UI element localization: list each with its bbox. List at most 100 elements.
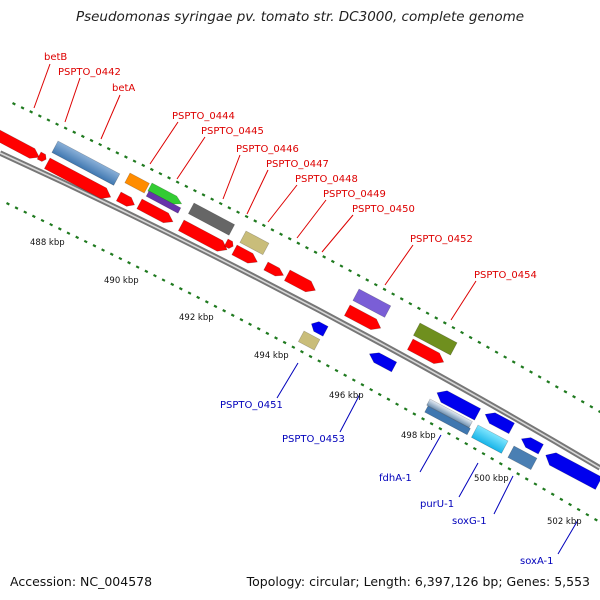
gene-label-PSPTO_0447: PSPTO_0447	[266, 159, 329, 170]
gene-PSPTO_0446-lower	[136, 198, 174, 224]
leader-PSPTO_0446	[222, 154, 241, 200]
outer-tick	[529, 370, 533, 374]
outer-tick	[485, 345, 490, 350]
gene-small-b	[223, 238, 234, 249]
outer-tick	[175, 180, 180, 184]
outer-tick	[425, 311, 430, 315]
tick-label-502: 502 kbp	[547, 517, 582, 527]
inner-tick	[507, 467, 512, 471]
gene-PSPTO_0446	[187, 202, 236, 236]
inner-tick	[282, 340, 287, 345]
inner-tick	[343, 373, 348, 378]
gene-betB	[0, 127, 40, 159]
gene-PSPTO_0451	[297, 330, 321, 351]
inner-tick-track	[6, 202, 598, 522]
gene-purU-1	[471, 424, 509, 454]
gene-label-betA: betA	[112, 83, 135, 94]
inner-tick	[127, 261, 131, 265]
gene-small-c	[263, 261, 285, 277]
outer-tick	[382, 287, 387, 292]
inner-tick	[6, 202, 10, 206]
gene-blue-d	[520, 437, 544, 455]
gene-label-PSPTO_0444: PSPTO_0444	[172, 111, 235, 122]
outer-tick	[236, 210, 240, 214]
leader-PSPTO_0444	[149, 121, 179, 165]
outer-tick	[158, 171, 163, 176]
tick-label-500: 500 kbp	[474, 474, 509, 484]
leader-soxG-1	[493, 475, 514, 515]
gene-blue-b	[436, 390, 482, 421]
leader-PSPTO_0445	[176, 136, 206, 180]
inner-tick	[118, 256, 123, 261]
gene-blue-c	[484, 412, 515, 435]
tick-label-498: 498 kbp	[401, 431, 436, 441]
outer-tick	[106, 147, 111, 151]
gene-label-betB: betB	[44, 52, 67, 63]
inner-tick	[14, 206, 19, 210]
inner-tick	[559, 497, 564, 502]
leader-purU-1	[458, 462, 479, 498]
outer-tick	[63, 126, 68, 130]
inner-tick	[334, 368, 339, 373]
gene-label-soxA-1: soxA-1	[520, 556, 554, 567]
inner-tick	[204, 300, 209, 304]
inner-tick	[455, 436, 460, 441]
outer-tick	[12, 102, 16, 106]
inner-tick	[481, 451, 486, 456]
inner-tick	[438, 427, 443, 431]
gene-label-PSPTO_0448: PSPTO_0448	[295, 174, 358, 185]
outer-tick	[244, 214, 249, 219]
tick-label-488: 488 kbp	[30, 238, 65, 248]
outer-tick	[330, 259, 335, 264]
outer-tick	[227, 206, 232, 210]
outer-tick	[201, 193, 206, 197]
leader-soxA-1	[557, 519, 579, 555]
leader-PSPTO_0447	[246, 169, 269, 215]
outer-tick	[494, 350, 499, 354]
outer-tick	[184, 184, 189, 189]
gene-fdhA-1-lower	[424, 405, 471, 436]
outer-tick	[365, 278, 370, 282]
inner-tick	[92, 244, 97, 248]
inner-tick	[196, 295, 201, 300]
inner-tick	[49, 222, 54, 227]
gene-PSPTO_0447	[177, 219, 228, 252]
outer-tick	[55, 122, 59, 126]
gene-features	[0, 127, 600, 490]
inner-tick	[421, 417, 425, 421]
inner-tick	[360, 383, 365, 387]
outer-tick	[451, 325, 456, 330]
outer-tick	[124, 155, 128, 159]
outer-tick	[193, 188, 197, 193]
outer-tick	[80, 134, 85, 139]
inner-tick	[386, 397, 391, 402]
leader-betA	[100, 94, 121, 140]
gene-label-PSPTO_0451: PSPTO_0451	[220, 400, 283, 411]
gene-PSPTO_0444	[124, 172, 150, 194]
outer-tick	[210, 197, 215, 201]
outer-tick	[554, 385, 559, 389]
topology-text: Topology: circular; Length: 6,397,126 bp…	[246, 574, 590, 589]
leader-PSPTO_0453	[339, 393, 361, 433]
outer-tick	[313, 250, 318, 255]
leader-betB	[33, 63, 51, 109]
leader-PSPTO_0448	[267, 184, 298, 223]
gene-label-purU-1: purU-1	[420, 499, 454, 510]
inner-tick	[542, 487, 546, 491]
outer-tick	[37, 114, 42, 118]
inner-tick	[472, 446, 477, 451]
gene-PSPTO_0449	[231, 244, 258, 264]
inner-tick	[265, 331, 270, 336]
inner-tick	[550, 492, 555, 497]
outer-tick	[89, 138, 94, 143]
gene-soxG-1	[507, 445, 538, 471]
outer-tick	[296, 241, 301, 246]
inner-tick	[351, 378, 356, 382]
inner-tick	[256, 327, 261, 331]
inner-tick	[291, 345, 296, 349]
inner-tick	[57, 227, 62, 231]
inner-tick	[178, 287, 183, 291]
outer-tick	[580, 400, 585, 404]
outer-tick	[46, 118, 51, 122]
outer-tick	[442, 321, 447, 325]
